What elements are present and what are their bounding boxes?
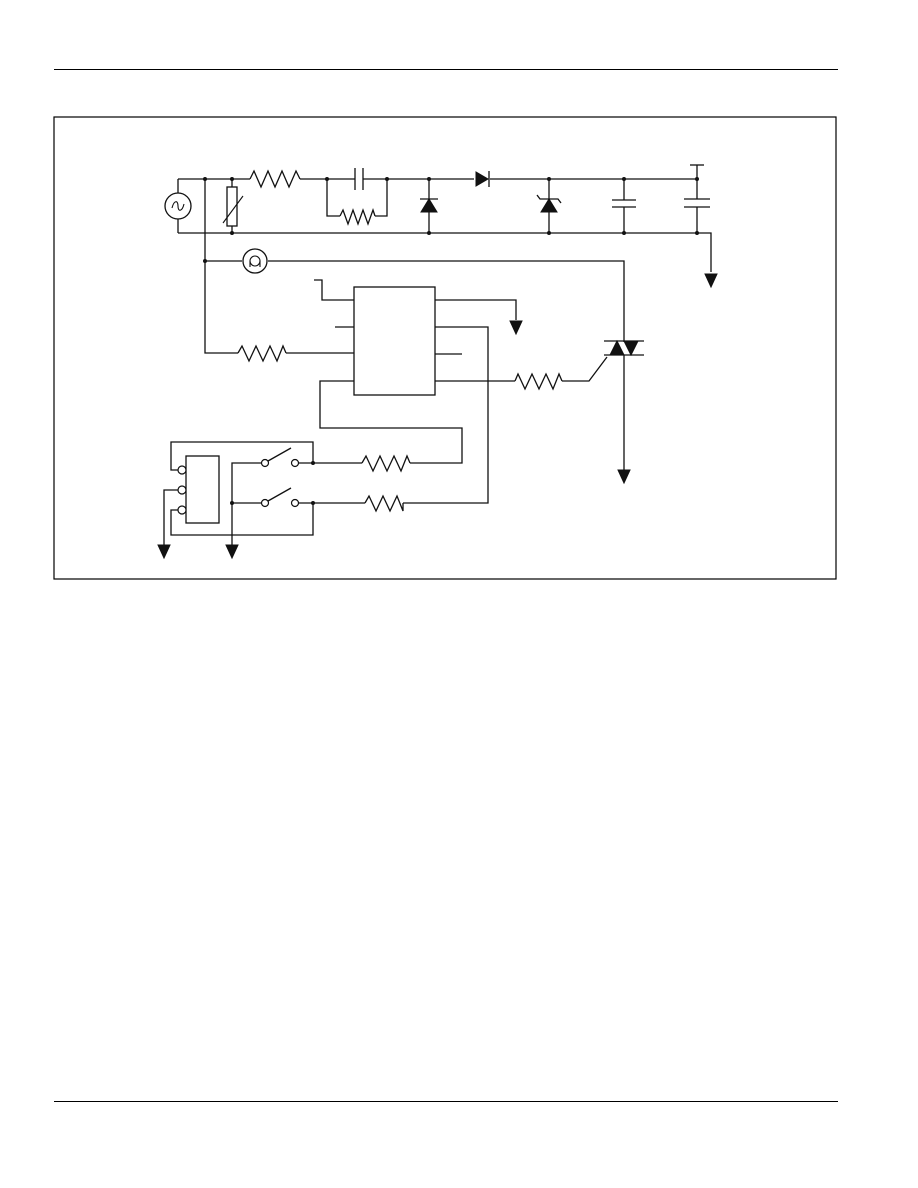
- resistor-icon: [339, 208, 376, 226]
- resistor-icon: [249, 169, 301, 189]
- ground-arrow-icon: [617, 469, 631, 485]
- ground-arrow-icon: [225, 544, 239, 560]
- diode-icon: [475, 171, 490, 187]
- wires-ic: [314, 279, 608, 504]
- diode-icon: [420, 198, 438, 213]
- capacitor-icon: [612, 199, 636, 208]
- resistor-icon: [514, 372, 563, 391]
- wires-main: [177, 164, 712, 354]
- triac-icon: [604, 339, 644, 470]
- capacitor-icon: [684, 198, 710, 208]
- resistor-icon: [237, 344, 287, 363]
- zener-diode-icon: [536, 194, 562, 213]
- ground-arrow-icon: [704, 273, 718, 289]
- switch-icon: [260, 447, 300, 468]
- ground-arrow-icon: [157, 544, 171, 560]
- wires-switches: [163, 441, 365, 545]
- ground-arrow-icon: [509, 320, 523, 336]
- header-rule: [54, 69, 838, 70]
- footer-rule: [54, 1101, 838, 1102]
- switch-icon: [260, 487, 300, 508]
- sensor-module-icon: [177, 455, 220, 524]
- resistor-icon: [361, 454, 411, 473]
- varistor-icon: [222, 186, 244, 227]
- ac-source-icon: [164, 192, 192, 220]
- figure-frame: [53, 116, 837, 580]
- integrated-circuit-icon: [353, 286, 436, 396]
- resistor-icon: [364, 494, 404, 513]
- capacitor-icon: [354, 168, 364, 190]
- neon-lamp-icon: [242, 248, 268, 274]
